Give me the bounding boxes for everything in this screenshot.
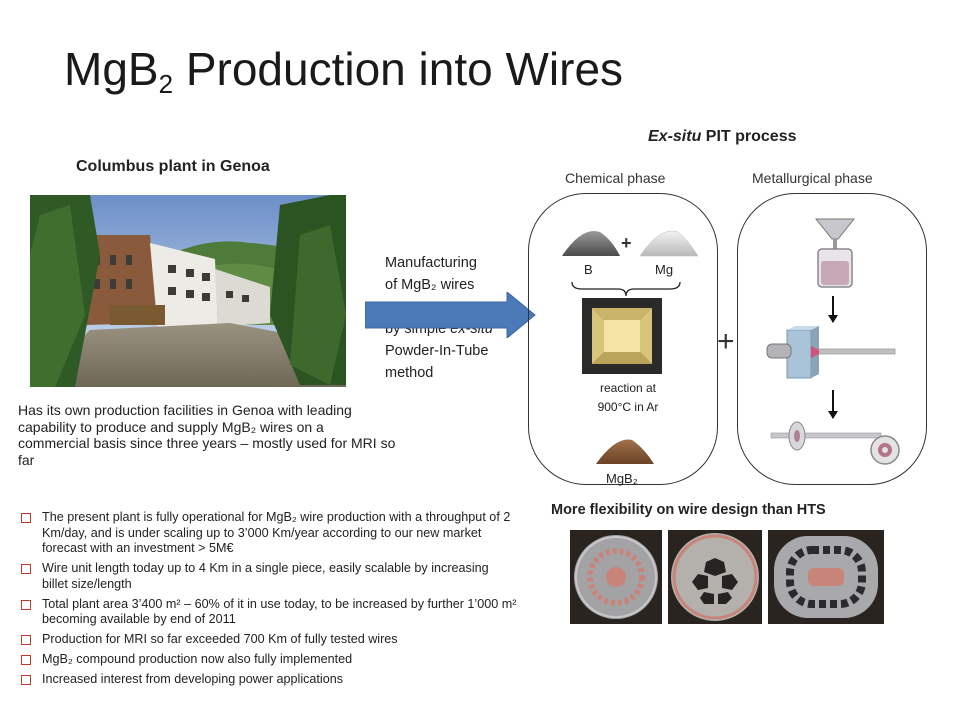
process-arrow-icon xyxy=(365,292,536,338)
bullet-list: The present plant is fully operational f… xyxy=(18,510,518,692)
metallurgical-phase-label: Metallurgical phase xyxy=(752,170,873,186)
bullet-box-icon xyxy=(21,675,31,685)
list-item: Production for MRI so far exceeded 700 K… xyxy=(18,632,518,648)
powder-piles-icon xyxy=(562,230,699,257)
plant-heading: Columbus plant in Genoa xyxy=(76,158,270,175)
page-title: MgB2 Production into Wires xyxy=(64,43,624,99)
plus-small: + xyxy=(621,233,632,253)
wire-section-1-image xyxy=(570,530,662,624)
mg-label: Mg xyxy=(655,262,674,277)
chemical-phase-label: Chemical phase xyxy=(565,170,666,186)
arrow-down-1-icon xyxy=(828,296,838,323)
spool-icon xyxy=(770,421,900,465)
process-title: Ex-situ PIT process xyxy=(648,128,797,145)
plant-description: Has its own production facilities in Gen… xyxy=(18,402,396,468)
list-item: Increased interest from developing power… xyxy=(18,672,518,688)
furnace-icon xyxy=(582,298,662,374)
mgb2-label: MgB₂ xyxy=(606,471,638,486)
bullet-box-icon xyxy=(21,655,31,665)
tube-filling-icon xyxy=(814,218,856,288)
list-item: Total plant area 3’400 m² – 60% of it in… xyxy=(18,597,518,628)
metallurgical-phase-panel xyxy=(737,193,927,485)
drawing-bench-icon xyxy=(766,326,896,379)
mgb2-pile-icon xyxy=(596,439,654,464)
mfg-line-5: method xyxy=(385,365,434,381)
bullet-box-icon xyxy=(21,635,31,645)
plant-photo xyxy=(30,195,346,387)
wire-section-3-image xyxy=(768,530,884,624)
flexibility-heading: More flexibility on wire design than HTS xyxy=(551,502,826,518)
list-item: Wire unit length today up to 4 Km in a s… xyxy=(18,561,518,592)
arrow-down-2-icon xyxy=(828,390,838,419)
bullet-box-icon xyxy=(21,599,31,610)
list-item: MgB₂ compound production now also fully … xyxy=(18,652,518,668)
mfg-line-4: Powder-In-Tube xyxy=(385,343,489,359)
plus-big: + xyxy=(717,325,735,358)
bullet-box-icon xyxy=(21,513,31,523)
mfg-line-1: Manufacturing xyxy=(385,255,477,271)
list-item: The present plant is fully operational f… xyxy=(18,510,518,557)
b-label: B xyxy=(584,262,593,277)
mfg-line-2: of MgB₂ wires xyxy=(385,277,475,293)
brace-icon xyxy=(571,281,681,297)
reaction-text: reaction at 900°C in Ar xyxy=(597,381,659,414)
chemical-phase-panel xyxy=(528,193,718,485)
wire-section-2-image xyxy=(668,530,762,624)
bullet-box-icon xyxy=(21,564,31,574)
